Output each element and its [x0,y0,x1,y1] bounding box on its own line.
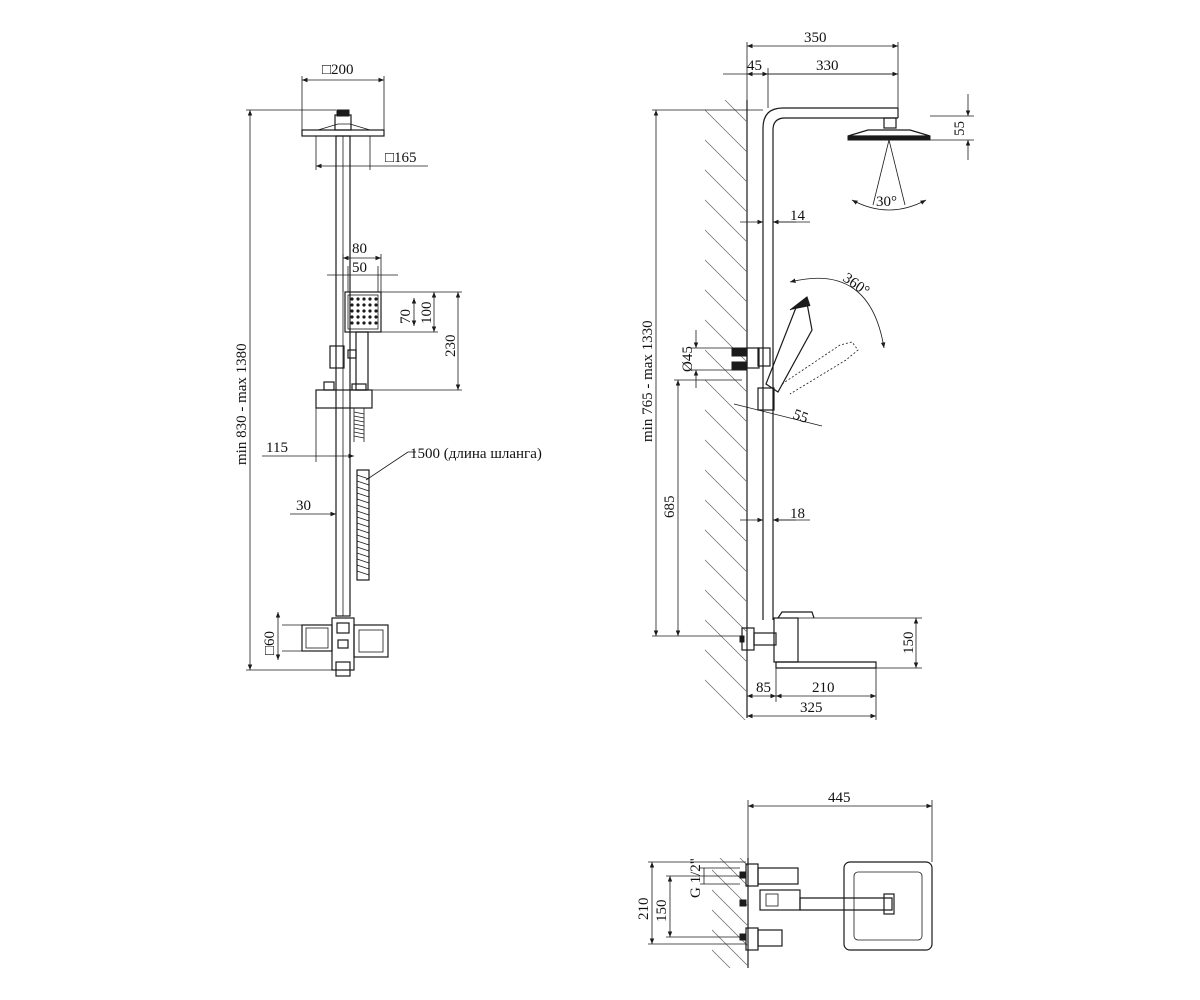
dim-pipe-upper: 14 [790,208,806,224]
dim-hand-inner: 50 [352,260,367,276]
overhead-arm [762,107,899,620]
dim-arm-reach: 330 [816,58,839,74]
dim-spout-length: 210 [812,680,835,696]
dim-total-reach: 350 [804,30,827,46]
side-dimensions: 350 45 330 55 14 Ø45 [640,30,974,720]
dim-holder-dia: Ø45 [680,346,696,372]
rain-shower-head [301,109,385,137]
mixer-side [739,611,877,669]
dim-spray-angle: 30° [876,194,897,210]
wall-hatching [705,100,748,720]
mixer-top [739,863,895,951]
dim-plate-height: 210 [636,898,652,921]
dim-head-size: □200 [322,62,354,78]
top-view: 445 210 150 G 1/2" [636,790,933,968]
dim-front-height: min 830 - max 1380 [234,343,250,465]
dim-mixer-height: 685 [662,496,678,519]
dim-bar-size: □165 [385,150,417,166]
dim-mixer-size: □60 [262,631,278,655]
wall-brackets [731,347,760,371]
side-view: 30° 360° [640,30,974,720]
wall-hatching-top [712,858,749,968]
dim-side-height: min 765 - max 1330 [640,320,656,442]
dim-hose-length: 1500 (длина шланга) [410,446,542,462]
dim-wall-gap: 45 [747,58,762,74]
dim-pipe-lower: 18 [790,506,805,522]
dim-hand-width: 80 [352,241,367,257]
rain-head-side [847,129,931,141]
main-column [335,135,351,617]
hand-shower [329,291,382,391]
dim-rotation: 360° [840,270,873,299]
dim-top-width: 445 [828,790,851,806]
hose-segment-upper [353,408,365,442]
shower-hose [356,469,370,581]
dim-thread: G 1/2" [688,858,704,898]
hand-shower-nozzles [350,297,378,325]
dim-holder-depth: 55 [791,407,811,427]
top-dimensions: 445 210 150 G 1/2" [636,790,933,945]
dim-spout-total: 325 [800,700,823,716]
dim-hand-h1: 70 [398,309,414,324]
spray-cone: 30° [851,139,927,211]
slide-holder [315,381,373,409]
dim-spout-height: 150 [901,632,917,655]
thermostatic-mixer [301,617,389,677]
rain-head-top [843,861,933,951]
dim-hand-h3: 230 [443,335,459,358]
front-dimensions: □200 □165 80 50 70 100 230 [234,62,542,671]
dim-pipe-offset: 30 [296,498,311,514]
dim-head-height: 55 [952,121,968,136]
dim-hand-h2: 100 [419,302,435,325]
dim-inlet-spacing: 150 [654,900,670,923]
dim-holder-offset: 115 [266,440,288,456]
dim-spout-offset: 85 [756,680,771,696]
front-view: □200 □165 80 50 70 100 230 [234,62,542,677]
